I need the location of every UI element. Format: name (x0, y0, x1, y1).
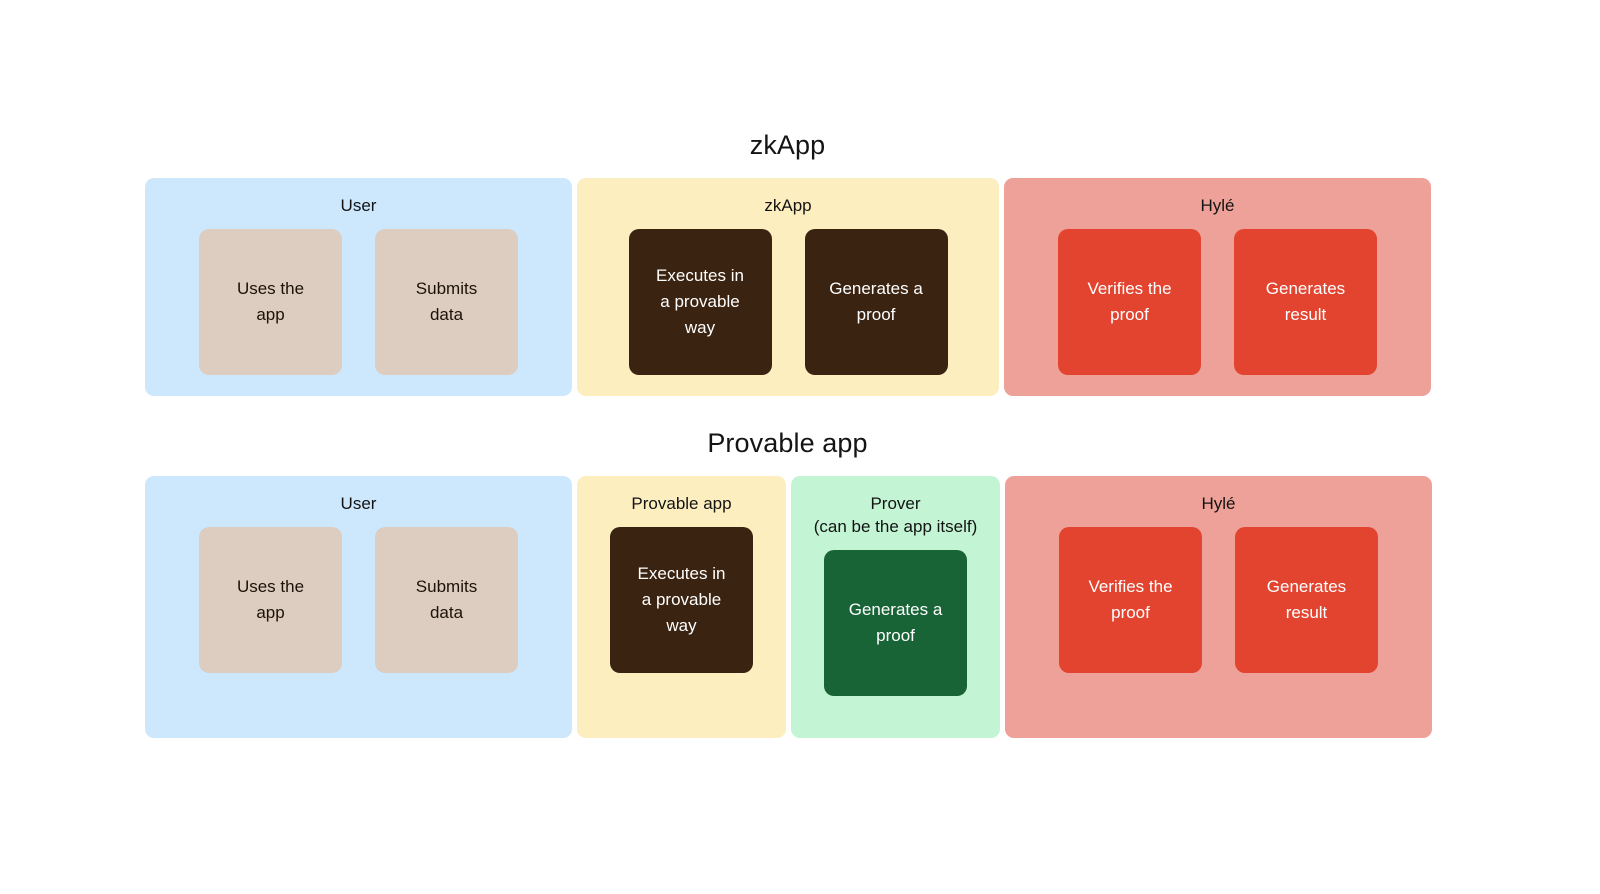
lane-hyle: Hylé Verifies the proof Generates result (1005, 476, 1432, 738)
lane-user-cards: Uses the app Submits data (145, 515, 572, 738)
lane-prover-title: Prover (can be the app itself) (813, 494, 978, 536)
lane-zkapp: zkApp Executes in a provable way Generat… (577, 178, 999, 396)
lane-user: User Uses the app Submits data (145, 476, 572, 738)
lane-user-title: User (340, 196, 377, 215)
card-generates-result[interactable]: Generates result (1235, 527, 1378, 673)
lane-provable-app-title: Provable app (631, 494, 732, 513)
card-verifies-the-proof[interactable]: Verifies the proof (1059, 527, 1202, 673)
lane-zkapp-title: zkApp (764, 196, 812, 215)
card-verifies-the-proof[interactable]: Verifies the proof (1058, 229, 1201, 375)
lane-user-cards: Uses the app Submits data (145, 217, 572, 396)
card-submits-data[interactable]: Submits data (375, 527, 518, 673)
diagram-provable-app: Provable app User Uses the app Submits d… (145, 426, 1432, 738)
card-generates-a-proof[interactable]: Generates a proof (824, 550, 967, 696)
card-submits-data[interactable]: Submits data (375, 229, 518, 375)
lane-provable-app-cards: Executes in a provable way (577, 515, 786, 738)
card-uses-the-app[interactable]: Uses the app (199, 229, 342, 375)
lane-provable-app: Provable app Executes in a provable way (577, 476, 786, 738)
card-uses-the-app[interactable]: Uses the app (199, 527, 342, 673)
lane-prover-cards: Generates a proof (791, 538, 1000, 738)
lane-user-title: User (340, 494, 377, 513)
lane-prover: Prover (can be the app itself) Generates… (791, 476, 1000, 738)
lane-hyle-title: Hylé (1200, 196, 1235, 215)
lane-zkapp-cards: Executes in a provable way Generates a p… (577, 217, 999, 396)
card-executes-in-a-provable-way[interactable]: Executes in a provable way (628, 229, 772, 375)
lane-hyle-title: Hylé (1201, 494, 1236, 513)
lane-hyle-cards: Verifies the proof Generates result (1004, 217, 1431, 396)
lane-hyle-cards: Verifies the proof Generates result (1005, 515, 1432, 738)
diagram-provable-app-title: Provable app (707, 428, 868, 458)
lane-hyle: Hylé Verifies the proof Generates result (1004, 178, 1431, 396)
diagram-zkapp: zkApp User Uses the app Submits data zkA… (145, 128, 1431, 396)
card-executes-in-a-provable-way[interactable]: Executes in a provable way (610, 527, 753, 673)
diagram-provable-app-lanes: User Uses the app Submits data Provable … (145, 476, 1432, 738)
lane-user: User Uses the app Submits data (145, 178, 572, 396)
diagram-zkapp-title: zkApp (749, 130, 826, 160)
diagram-zkapp-lanes: User Uses the app Submits data zkApp Exe… (145, 178, 1431, 396)
card-generates-a-proof[interactable]: Generates a proof (804, 229, 948, 375)
card-generates-result[interactable]: Generates result (1234, 229, 1377, 375)
